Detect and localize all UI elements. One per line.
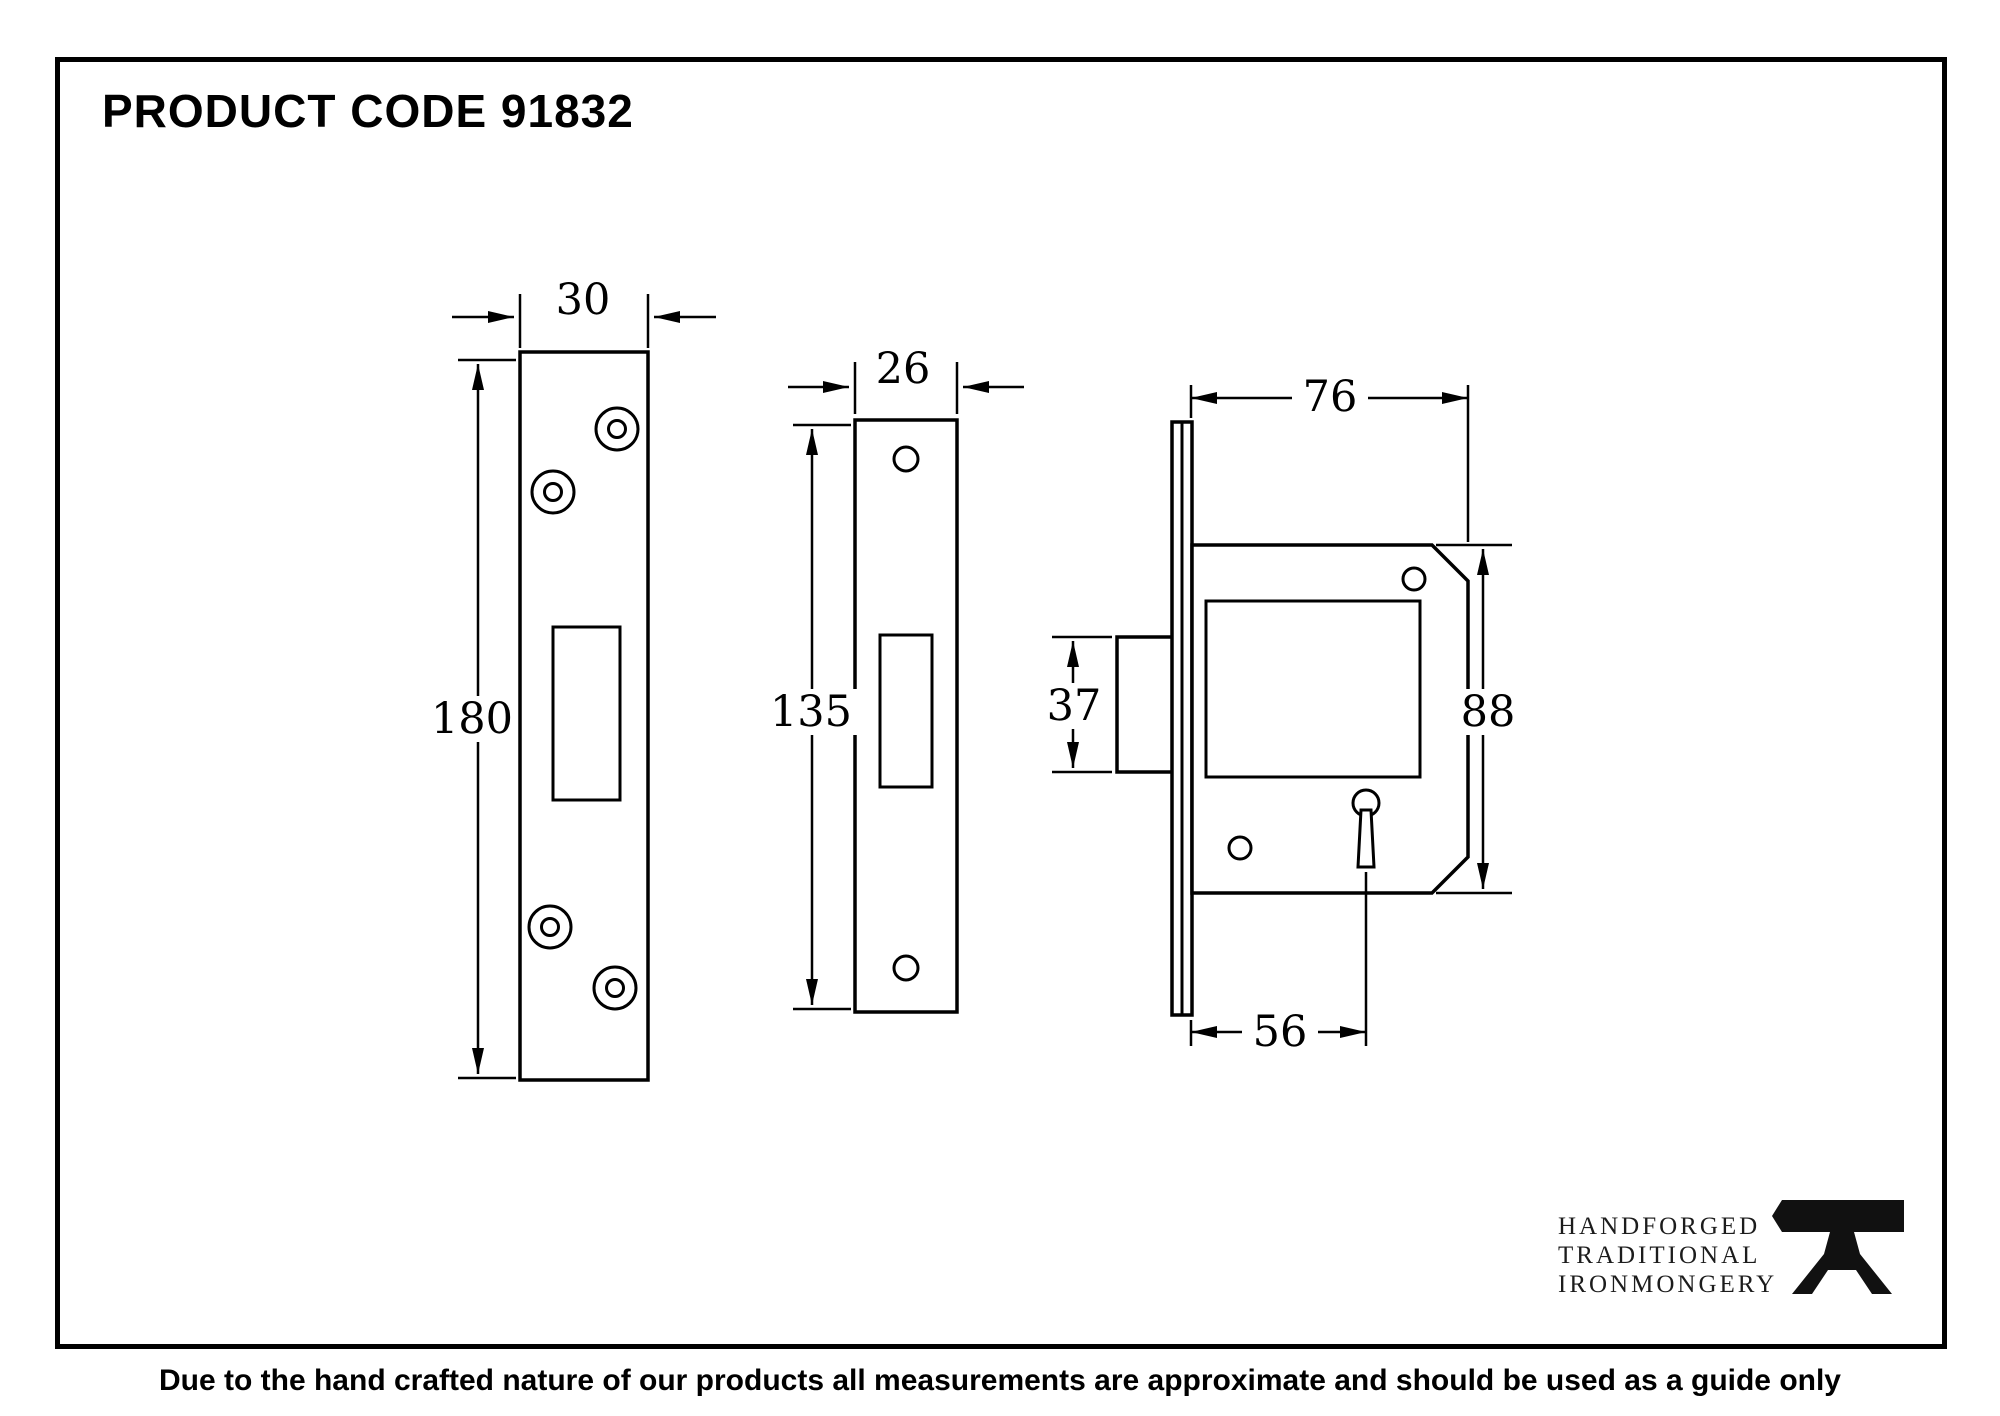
- disclaimer-text: Due to the hand crafted nature of our pr…: [158, 1364, 1841, 1397]
- dim-label-case-height: 88: [1461, 687, 1516, 737]
- dim-label-faceplate-height: 180: [431, 694, 513, 744]
- dim-faceplate-width: 30: [452, 275, 716, 348]
- screw-hole: [892, 445, 920, 473]
- dim-backset: 56: [1189, 872, 1368, 1057]
- deadbolt: [1115, 635, 1175, 774]
- case-fixing-hole: [1401, 566, 1427, 592]
- faceplate-outline: [518, 350, 650, 1082]
- screw-hole: [892, 954, 920, 982]
- logo-line-1: HANDFORGED: [1558, 1213, 1761, 1240]
- strike-plate-outline: [853, 418, 959, 1014]
- faceplate-latch-cutout: [551, 625, 622, 802]
- dim-case-depth: 76: [1189, 372, 1470, 542]
- anvil-shape: [1772, 1200, 1904, 1294]
- brand-logo-text: HANDFORGED TRADITIONAL IRONMONGERY: [1558, 1212, 1777, 1299]
- keyhole-stem: [1356, 808, 1376, 869]
- dim-strike-height: 135: [766, 423, 858, 1011]
- dim-label-backset: 56: [1253, 1007, 1308, 1057]
- drawing-frame: [55, 57, 1947, 1349]
- screw-hole-inner: [543, 482, 563, 502]
- dim-label-case-depth: 76: [1303, 372, 1358, 422]
- lock-body-view: [1115, 420, 1470, 1017]
- dim-bolt-height: 37: [1036, 635, 1112, 774]
- lock-case-inner-panel: [1204, 599, 1422, 779]
- screw-hole: [527, 904, 573, 950]
- dim-label-faceplate-width: 30: [556, 275, 611, 325]
- logo-line-2: TRADITIONAL: [1558, 1242, 1761, 1269]
- dim-strike-width: 26: [788, 344, 1024, 414]
- strike-plate-view: [853, 418, 959, 1014]
- screw-hole: [530, 469, 576, 515]
- logo-line-3: IRONMONGERY: [1558, 1271, 1778, 1298]
- screw-hole-inner: [540, 917, 560, 937]
- screw-hole: [592, 965, 638, 1011]
- anvil-logo-icon: [1772, 1200, 1904, 1294]
- screw-hole: [594, 406, 640, 452]
- product-code-title: PRODUCT CODE 91832: [102, 85, 634, 137]
- faceplate-view: [518, 350, 650, 1082]
- strike-plate-cutout: [878, 633, 934, 789]
- case-fixing-hole: [1227, 835, 1253, 861]
- lock-case-outline: [1190, 543, 1470, 895]
- screw-hole-inner: [607, 419, 627, 439]
- dim-label-strike-width: 26: [876, 344, 931, 394]
- dim-case-height: 88: [1436, 543, 1526, 895]
- dim-faceplate-height: 180: [431, 358, 516, 1080]
- screw-hole-inner: [605, 978, 625, 998]
- dim-label-bolt-height: 37: [1047, 681, 1102, 731]
- dim-label-strike-height: 135: [770, 687, 852, 737]
